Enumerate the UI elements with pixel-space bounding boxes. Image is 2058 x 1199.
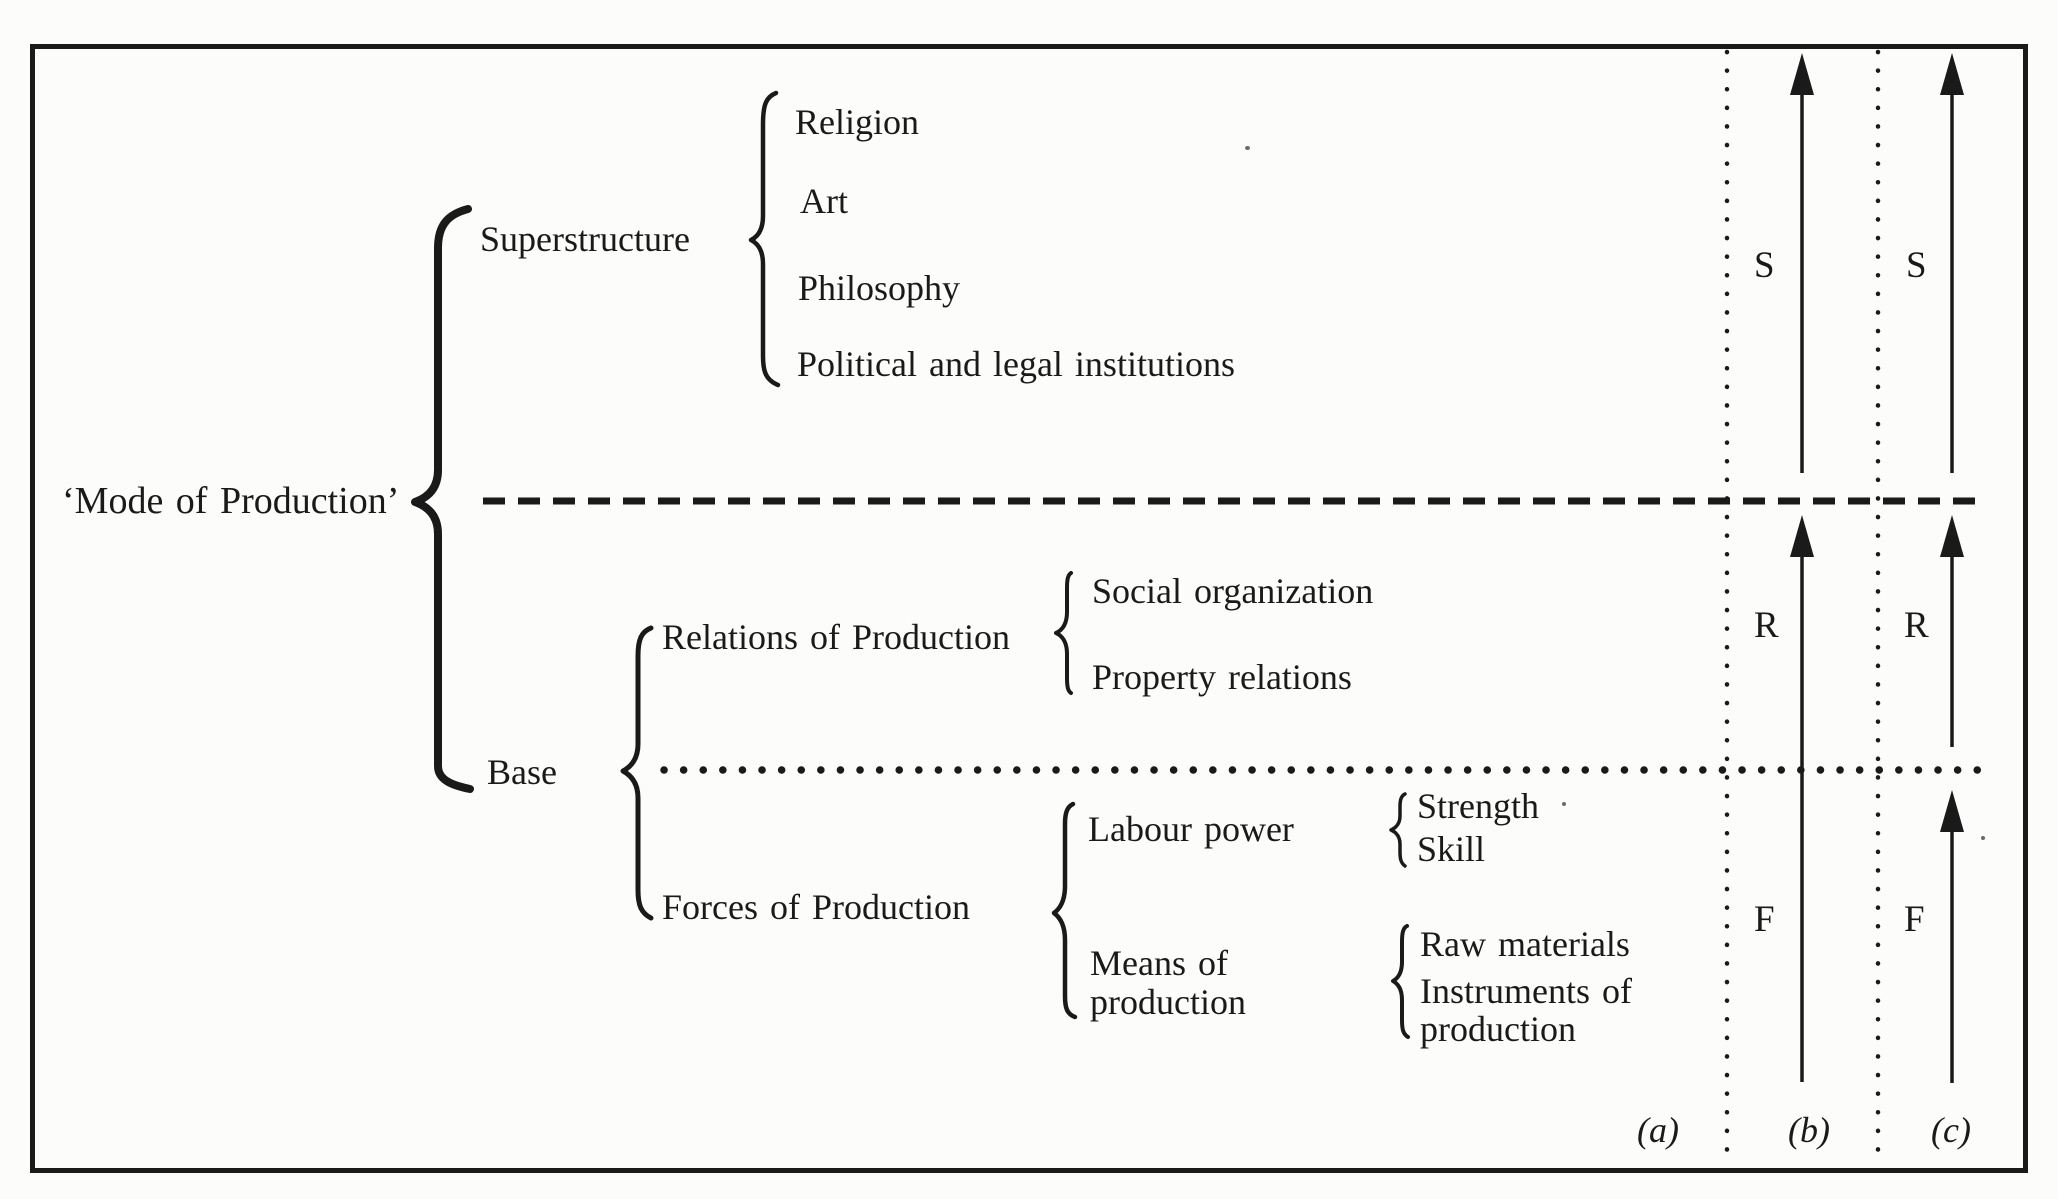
relations-of-production-label: Relations of Production (662, 617, 1010, 657)
superstructure-item-philosophy: Philosophy (798, 268, 961, 308)
means-of-production-label: Means of production (1090, 943, 1246, 1022)
forces-items-brace (1051, 801, 1078, 1020)
means-items-brace (1391, 924, 1410, 1039)
column-b-forces-letter: F (1754, 899, 1775, 940)
column-c-superstructure-letter: S (1906, 245, 1927, 286)
relations-item-property-relations: Property relations (1092, 657, 1352, 697)
means-item-instruments: Instruments of production (1420, 971, 1632, 1049)
arrow-c-forces-head (1940, 790, 1964, 832)
column-b-arrows (1790, 53, 1814, 1082)
means-item-raw-materials: Raw materials (1420, 924, 1630, 964)
relations-item-social-organization: Social organization (1092, 571, 1374, 611)
column-c-arrows (1940, 53, 1964, 1083)
mode-of-production-label: ‘Mode of Production’ (62, 480, 400, 522)
column-c-forces-letter: F (1904, 899, 1925, 940)
labour-power-label: Labour power (1088, 809, 1294, 849)
scan-speck-2 (1562, 802, 1566, 806)
superstructure-item-political-legal: Political and legal institutions (797, 344, 1235, 384)
column-c-caption: (c) (1931, 1110, 1971, 1150)
labour-item-strength: Strength (1417, 786, 1539, 826)
superstructure-items-brace (748, 90, 781, 388)
base-label: Base (487, 752, 557, 792)
superstructure-label: Superstructure (480, 219, 690, 259)
column-c-relations-letter: R (1904, 605, 1929, 646)
superstructure-item-religion: Religion (795, 102, 919, 142)
arrow-c-relations-head (1940, 515, 1964, 557)
labour-item-skill: Skill (1417, 829, 1486, 869)
arrow-b-base-head (1790, 515, 1814, 557)
relations-items-brace (1054, 571, 1073, 695)
arrow-b-superstructure-head (1790, 53, 1814, 95)
column-b-relations-letter: R (1754, 605, 1779, 646)
superstructure-item-art: Art (800, 181, 848, 221)
scan-speck-3 (1981, 836, 1985, 840)
column-b-superstructure-letter: S (1754, 245, 1775, 286)
labour-power-items-brace (1389, 792, 1407, 868)
forces-of-production-label: Forces of Production (662, 887, 970, 927)
arrow-c-superstructure-head (1940, 53, 1964, 95)
mode-of-production-brace (411, 205, 474, 793)
figure-border (30, 44, 2028, 1173)
base-items-brace (620, 625, 654, 921)
column-b-caption: (b) (1788, 1110, 1830, 1150)
column-a-caption: (a) (1637, 1110, 1679, 1150)
scan-speck-1 (1245, 146, 1250, 150)
